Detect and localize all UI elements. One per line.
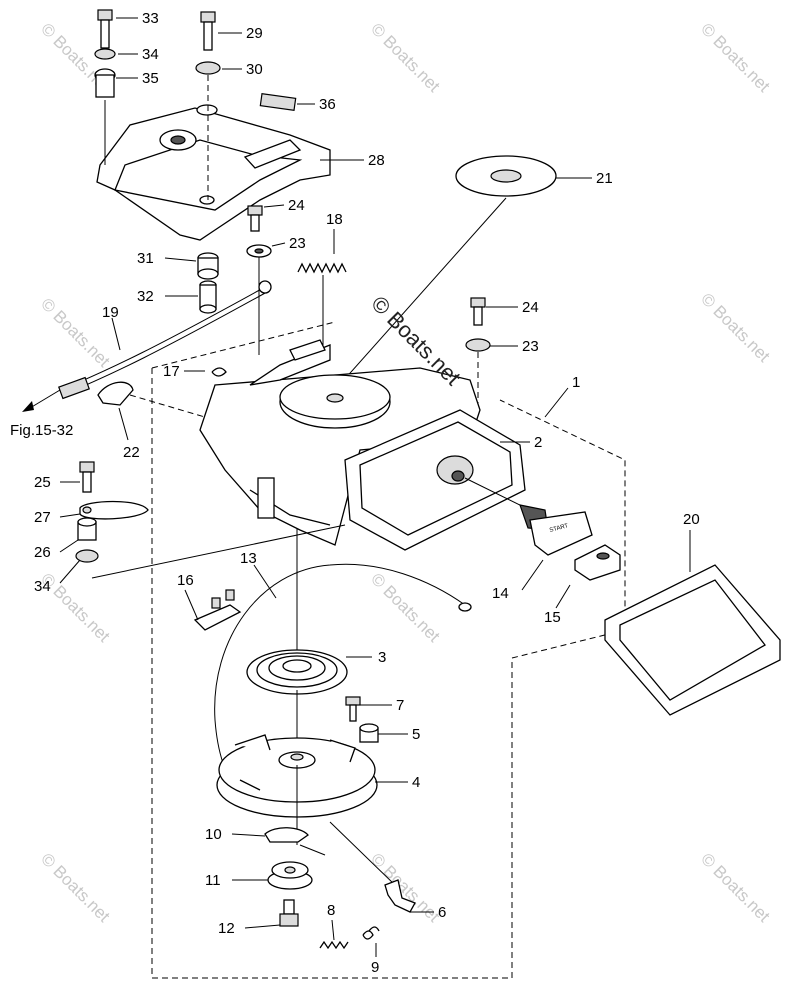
watermark: © Boats.net <box>697 19 774 96</box>
callout-19: 19 <box>102 304 119 321</box>
bolt-24-left <box>247 205 263 232</box>
washer-30 <box>195 61 221 75</box>
callout-24-left: 24 <box>288 197 305 214</box>
callout-32: 32 <box>137 288 154 305</box>
recoil-cover <box>96 104 331 241</box>
watermark: © Boats.net <box>367 849 444 926</box>
callout-15: 15 <box>544 609 561 626</box>
callout-33: 33 <box>142 10 159 27</box>
callout-13: 13 <box>240 550 257 567</box>
recoil-spring-3 <box>246 649 348 695</box>
callout-17: 17 <box>163 363 180 380</box>
callout-5: 5 <box>412 726 420 743</box>
callout-8: 8 <box>327 902 335 919</box>
watermark: © Boats.net <box>367 19 444 96</box>
spring-9 <box>362 926 380 940</box>
callout-leaders <box>59 17 691 957</box>
figure-reference: Fig.15-32 <box>10 422 73 439</box>
bolt-29 <box>200 11 216 51</box>
label-36 <box>259 93 297 111</box>
watermark: © Boats.net <box>37 849 114 926</box>
starter-case <box>199 339 481 546</box>
callout-23-right: 23 <box>522 338 539 355</box>
washer-23-right <box>465 338 491 352</box>
callout-3: 3 <box>378 649 386 666</box>
callout-7: 7 <box>396 697 404 714</box>
collar-26 <box>77 517 97 541</box>
bolt-12 <box>279 899 299 927</box>
cover-plate-10 <box>264 827 309 843</box>
watermark: © Boats.net <box>367 569 444 646</box>
plate-21 <box>455 155 557 197</box>
callout-34-top: 34 <box>142 46 159 63</box>
spring-8 <box>319 940 349 950</box>
sleeve-32 <box>199 280 217 314</box>
bolt-33 <box>97 9 113 49</box>
callout-31: 31 <box>137 250 154 267</box>
callout-20: 20 <box>683 511 700 528</box>
starter-rope-13 <box>214 563 466 801</box>
callout-23-left: 23 <box>289 235 306 252</box>
callout-11: 11 <box>205 872 221 889</box>
watermark: © Boats.net <box>697 849 774 926</box>
gasket-20 <box>604 564 781 716</box>
callout-numbers: 33 34 35 29 30 36 28 21 24 18 23 31 32 1… <box>34 10 700 976</box>
callout-29: 29 <box>246 25 263 42</box>
lever-27 <box>79 500 149 520</box>
callout-34-bottom: 34 <box>34 578 51 595</box>
washer-34-lower <box>75 549 99 563</box>
callout-10: 10 <box>205 826 222 843</box>
spring-17 <box>211 367 227 377</box>
callout-26: 26 <box>34 544 51 561</box>
callout-27: 27 <box>34 509 51 526</box>
callout-18: 18 <box>326 211 343 228</box>
washer-34 <box>94 48 116 60</box>
callout-28: 28 <box>368 152 385 169</box>
collar-31 <box>197 252 219 280</box>
bracket-22 <box>97 381 134 406</box>
callout-2: 2 <box>534 434 542 451</box>
callout-35: 35 <box>142 70 159 87</box>
callout-25: 25 <box>34 474 51 491</box>
callout-14: 14 <box>492 585 509 602</box>
callout-6: 6 <box>438 904 446 921</box>
callout-12: 12 <box>218 920 235 937</box>
callout-21: 21 <box>596 170 613 187</box>
pawl-6 <box>384 879 416 913</box>
assembly-outline <box>151 321 626 979</box>
collar-35 <box>94 68 116 98</box>
cap-11 <box>267 861 313 890</box>
callout-4: 4 <box>412 774 420 791</box>
bolt-25 <box>79 461 95 493</box>
insert-15 <box>574 544 621 581</box>
spring-18 <box>297 262 347 274</box>
screw-7 <box>345 696 361 722</box>
watermark: © Boats.net <box>697 289 774 366</box>
callout-24-right: 24 <box>522 299 539 316</box>
callout-22: 22 <box>123 444 140 461</box>
callout-30: 30 <box>246 61 263 78</box>
bolt-24-right <box>470 297 486 326</box>
collar-5 <box>359 723 379 743</box>
callout-16: 16 <box>177 572 194 589</box>
handle-label: START <box>549 523 569 534</box>
arrow-to-fig <box>29 389 61 409</box>
pawl-set-16 <box>193 589 242 631</box>
callout-1: 1 <box>572 374 580 391</box>
handle-holder-2 <box>344 409 526 551</box>
start-handle-14: START <box>519 504 593 556</box>
callout-9: 9 <box>371 959 379 976</box>
cable-19 <box>58 280 272 400</box>
callout-36: 36 <box>319 96 336 113</box>
